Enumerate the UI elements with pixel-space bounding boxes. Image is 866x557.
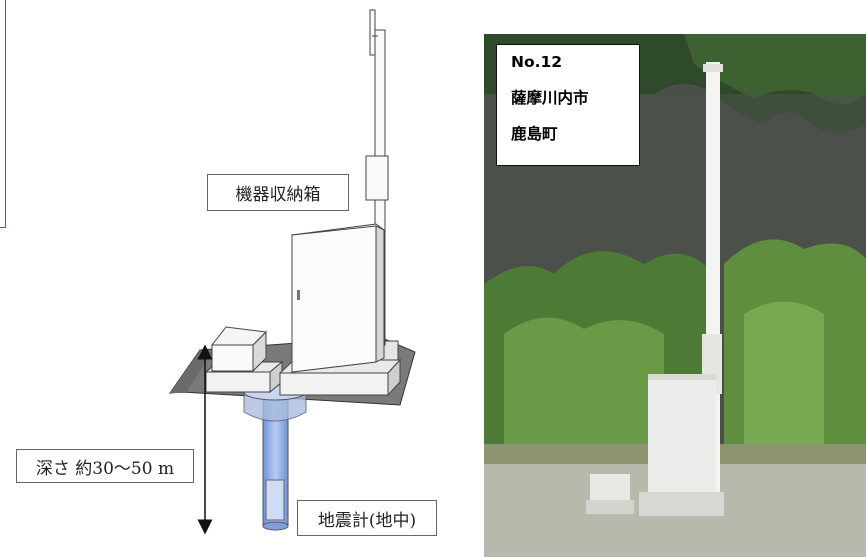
photo-scene	[484, 34, 866, 557]
depth-label: 深さ 約30～50 m	[35, 458, 175, 479]
station-number: No.12	[511, 53, 563, 71]
equipment-box-callout: 機器収納箱	[207, 174, 349, 211]
station-label: No.12 薩摩川内市 鹿島町	[496, 44, 640, 166]
equipment-cabinet	[291, 225, 377, 373]
blue-frame-edge	[0, 0, 6, 228]
photo-cabinet	[648, 374, 716, 494]
equipment-box-label: 機器収納箱	[235, 185, 321, 205]
station-city: 薩摩川内市	[511, 89, 589, 107]
pole-junction-box	[365, 155, 389, 201]
seismometer-label: 地震計(地中)	[317, 510, 417, 531]
station-illustration	[168, 9, 416, 535]
seismometer	[265, 479, 285, 521]
station-town: 鹿島町	[511, 125, 558, 143]
depth-callout: 深さ 約30～50 m	[16, 449, 194, 483]
seismometer-callout: 地震計(地中)	[297, 500, 437, 536]
